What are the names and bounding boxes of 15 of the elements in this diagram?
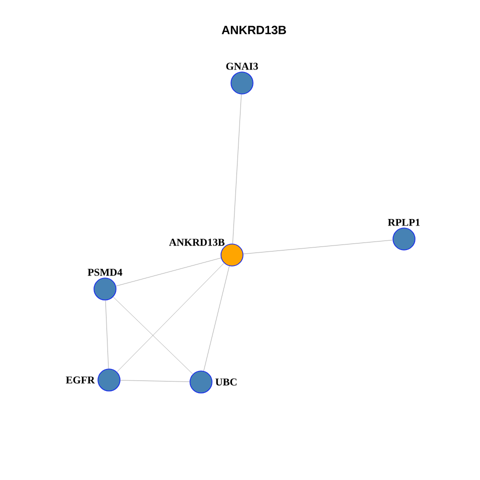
edge-line — [112, 296, 194, 374]
title: ANKRD13B — [222, 26, 286, 34]
edge-line — [203, 266, 230, 372]
node-label: GNAI3 — [226, 62, 258, 70]
edge-line — [243, 240, 393, 254]
node-label: EGFR — [66, 376, 95, 384]
node-label: ANKRD13B — [169, 238, 224, 246]
edge-line — [232, 94, 242, 244]
node-label: RPLP1 — [388, 218, 420, 226]
edge-line — [105, 300, 109, 369]
edge-line — [116, 262, 224, 372]
node-label: UBC — [215, 378, 236, 386]
node-label: PSMD4 — [88, 268, 122, 276]
edge-line — [116, 258, 222, 286]
edge-line — [120, 380, 190, 382]
